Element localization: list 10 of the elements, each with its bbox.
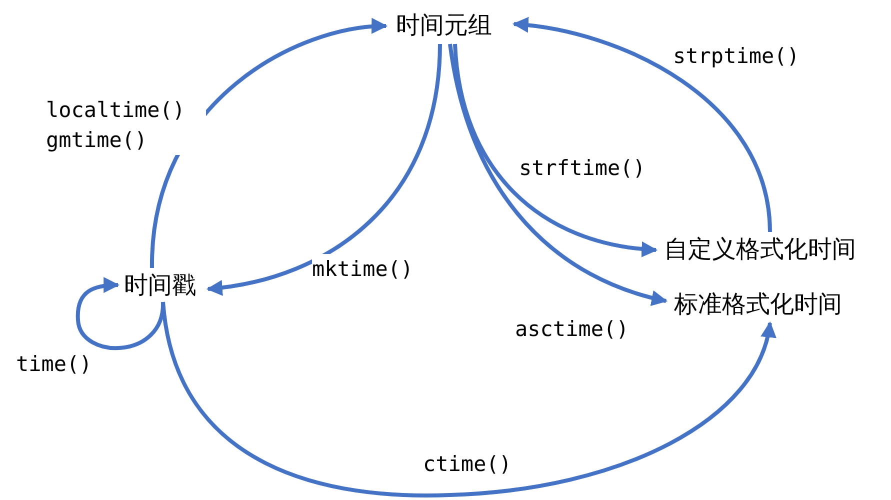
node-label: 标准格式化时间 (670, 287, 846, 321)
arrow (161, 302, 775, 498)
arrow (206, 44, 442, 296)
arrow (453, 44, 658, 257)
node-label: 自定义格式化时间 (660, 232, 860, 266)
node-label: 时间元组 (392, 8, 496, 42)
arrow (512, 18, 772, 232)
node-label: 时间戳 (120, 268, 200, 302)
arrow (448, 44, 668, 306)
arrow (76, 277, 165, 350)
